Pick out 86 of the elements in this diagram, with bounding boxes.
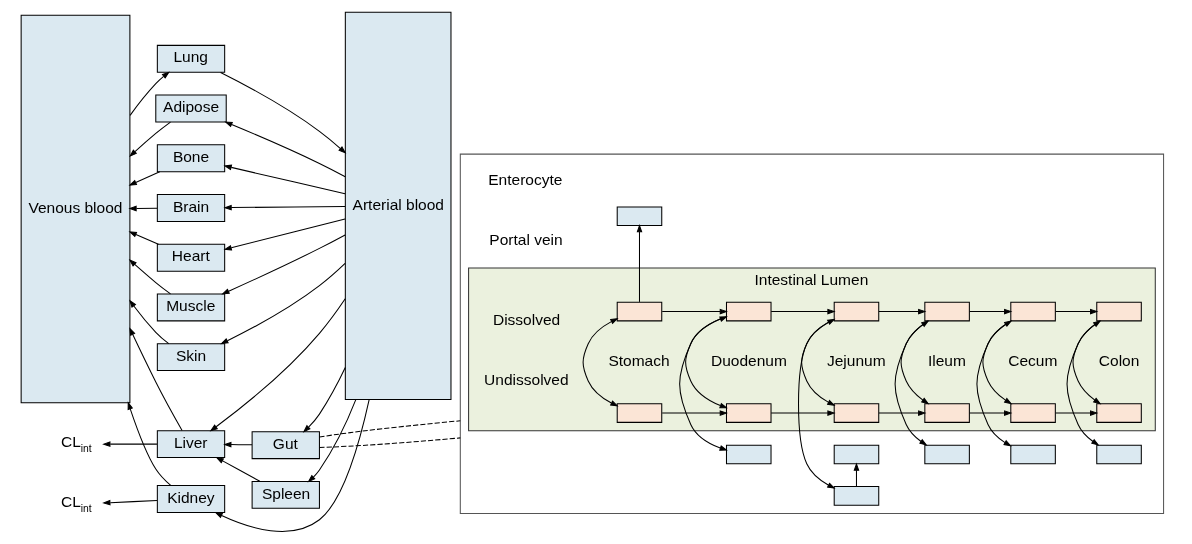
label: Undissolved xyxy=(483,370,569,388)
arrow xyxy=(223,121,346,178)
node-box xyxy=(833,301,879,322)
node-box: Brain xyxy=(156,194,225,222)
arrow xyxy=(968,308,1012,315)
node-box xyxy=(1095,301,1142,322)
arrow xyxy=(220,234,346,295)
arrow xyxy=(770,410,836,416)
node-box xyxy=(1009,403,1056,423)
arrow xyxy=(582,318,619,407)
node-box: Spleen xyxy=(251,480,320,509)
arrow xyxy=(128,231,159,245)
arrow xyxy=(968,410,1012,416)
node-box: Muscle xyxy=(156,293,225,322)
node-box: Venous blood xyxy=(20,14,130,404)
arrow xyxy=(101,499,157,506)
arrow xyxy=(222,164,346,195)
node-box xyxy=(725,444,772,465)
arrow xyxy=(128,171,160,186)
arrow xyxy=(636,224,642,303)
label: Portal vein xyxy=(488,230,563,248)
arrow xyxy=(215,456,260,482)
node-box xyxy=(616,206,662,227)
arrow xyxy=(770,308,836,315)
arrow xyxy=(222,441,253,448)
arrow xyxy=(678,316,728,451)
node-box xyxy=(616,403,662,423)
node-text: CL$_{int}$ xyxy=(60,492,92,515)
arrow xyxy=(209,298,346,432)
arrow xyxy=(684,316,728,409)
arrow xyxy=(222,204,346,211)
label: Dissolved xyxy=(492,310,560,328)
node-box: Skin xyxy=(156,343,225,372)
label: Cecum xyxy=(1007,351,1057,369)
node-box xyxy=(923,444,970,465)
arrow xyxy=(877,410,926,416)
node-box xyxy=(833,444,879,465)
connector xyxy=(318,437,461,448)
arrow xyxy=(877,308,926,315)
label: Jejunum xyxy=(826,351,886,369)
arrow xyxy=(1054,410,1098,416)
node-box xyxy=(923,301,970,322)
node-box: Arterial blood xyxy=(344,11,451,401)
label: Ileum xyxy=(927,351,966,369)
node-box xyxy=(1095,403,1142,423)
node-box xyxy=(833,486,879,506)
arrow xyxy=(222,218,346,251)
label: Enterocyte xyxy=(487,170,562,188)
arrow xyxy=(213,399,370,532)
node-box xyxy=(1095,444,1142,465)
connector xyxy=(318,420,461,438)
label: Duodenum xyxy=(710,351,787,369)
arrow xyxy=(128,121,171,158)
arrow xyxy=(128,327,183,431)
arrow xyxy=(128,259,171,295)
node-box xyxy=(725,403,772,423)
arrow xyxy=(306,399,356,483)
label: Stomach xyxy=(607,351,670,369)
node-box: Bone xyxy=(156,144,225,173)
node-box: Lung xyxy=(156,44,225,73)
arrow xyxy=(661,410,728,416)
node-box xyxy=(1009,444,1056,465)
arrow xyxy=(127,205,158,212)
arrow xyxy=(129,71,170,116)
arrow xyxy=(302,367,346,433)
arrow xyxy=(101,441,157,448)
node-box xyxy=(616,301,662,322)
node-box: Gut xyxy=(251,431,320,460)
node-box xyxy=(1009,301,1056,322)
node-box xyxy=(923,403,970,423)
node-text: CL$_{int}$ xyxy=(60,432,92,455)
node-box xyxy=(833,403,879,423)
arrow xyxy=(853,462,859,488)
arrow xyxy=(661,308,728,315)
cluster xyxy=(459,153,1164,515)
node-box: Kidney xyxy=(156,485,225,513)
arrow xyxy=(219,262,346,345)
node-box: Heart xyxy=(156,243,225,272)
node-box: Liver xyxy=(156,430,225,459)
label: Colon xyxy=(1098,351,1139,369)
arrow xyxy=(127,401,171,486)
node-box: Adipose xyxy=(154,94,227,123)
arrow xyxy=(1054,308,1098,315)
arrow xyxy=(128,299,169,345)
node-box xyxy=(725,301,772,322)
arrow xyxy=(219,72,346,154)
